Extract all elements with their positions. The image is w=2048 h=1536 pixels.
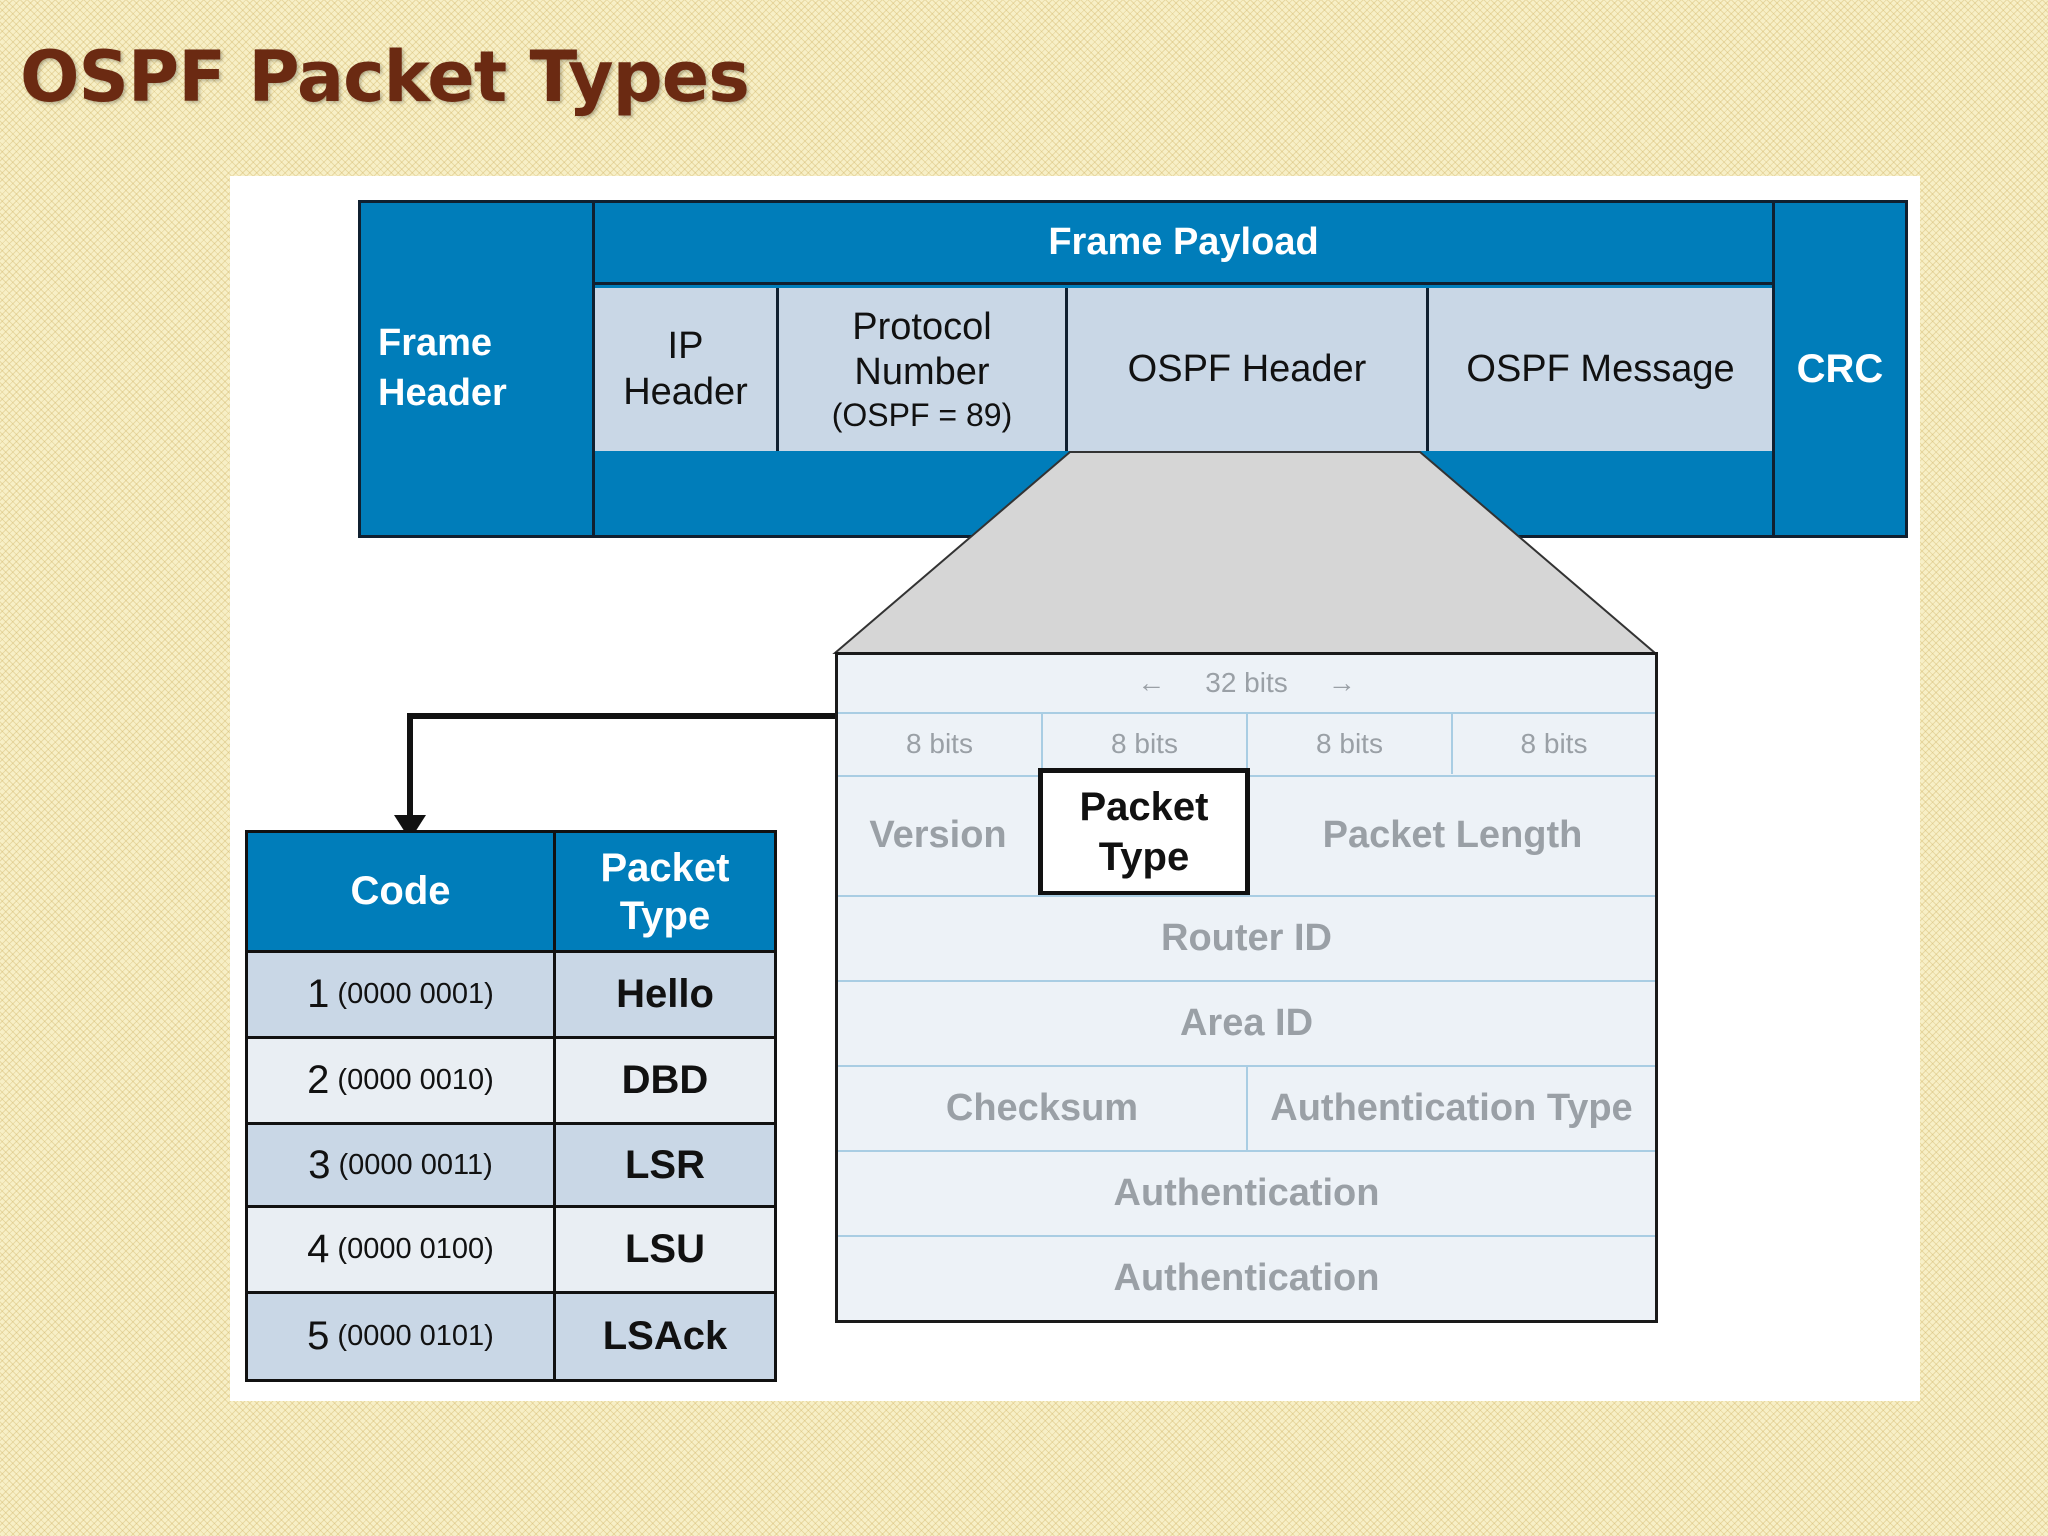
arrow-right-icon: → (1327, 667, 1356, 698)
page-title: OSPF Packet Types (20, 36, 750, 118)
frame-divider (592, 200, 595, 538)
protocol-number-label: Protocol Number (852, 305, 992, 394)
bits-cell: 8 bits (1520, 728, 1588, 759)
code-binary: (0000 0001) (337, 978, 494, 1010)
packet-type-cell: Hello (556, 953, 777, 1039)
frame-header-label: Frame Header (378, 322, 507, 414)
code-number: 3 (308, 1142, 331, 1187)
code-cell: 2(0000 0010) (248, 1039, 556, 1125)
header-row-checksum (838, 1065, 1655, 1150)
code-number: 1 (307, 972, 330, 1016)
code-column-header: Code (248, 833, 556, 953)
ospf-message-field: OSPF Message (1429, 288, 1772, 451)
packet-type-column-header: Packet Type (556, 833, 777, 953)
router-id-field: Router ID (838, 895, 1655, 980)
code-cell: 3(0000 0011) (248, 1125, 556, 1208)
ospf-header-field: OSPF Header (1068, 288, 1429, 451)
area-id-field: Area ID (838, 980, 1655, 1065)
ip-header-field: IP Header (595, 288, 779, 451)
frame-divider (1772, 200, 1775, 538)
bits-cell: 8 bits (1043, 714, 1248, 774)
code-cell: 5(0000 0101) (248, 1294, 556, 1382)
code-cell: 1(0000 0001) (248, 953, 556, 1039)
code-number: 5 (307, 1314, 330, 1358)
packet-type-cell: LSU (556, 1208, 777, 1294)
auth-type-field: Authentication Type (1270, 1087, 1633, 1129)
protocol-number-field: Protocol Number (OSPF = 89) (779, 288, 1068, 451)
code-number: 4 (307, 1227, 330, 1271)
protocol-number-value: (OSPF = 89) (831, 396, 1013, 433)
frame-payload-label: Frame Payload (595, 203, 1772, 285)
bits-cell: 8 bits (838, 714, 1043, 774)
version-field: Version (869, 813, 1007, 856)
bits-cell: 8 bits (1248, 714, 1453, 774)
code-binary: (0000 0011) (338, 1148, 493, 1181)
code-cell: 4(0000 0100) (248, 1208, 556, 1294)
code-binary: (0000 0101) (337, 1320, 494, 1352)
packet-type-cell: DBD (556, 1039, 777, 1125)
bits-width-text: 32 bits (1205, 667, 1288, 698)
authentication-field: Authentication (838, 1150, 1655, 1235)
crc-label: CRC (1796, 346, 1884, 391)
code-table (245, 830, 777, 1382)
bits-width-label: ← 32 bits → (838, 664, 1655, 702)
packet-type-cell: LSAck (556, 1294, 777, 1382)
packet-length-field: Packet Length (1322, 813, 1583, 856)
authentication-field: Authentication (838, 1235, 1655, 1320)
bits-row (838, 712, 1655, 775)
code-binary: (0000 0010) (337, 1064, 494, 1096)
code-binary: (0000 0100) (337, 1233, 494, 1265)
packet-type-field: Packet Type (1038, 768, 1250, 896)
arrow-left-icon: ← (1137, 667, 1166, 698)
checksum-field: Checksum (838, 1067, 1248, 1150)
code-number: 2 (307, 1058, 330, 1102)
packet-type-cell: LSR (556, 1125, 777, 1208)
